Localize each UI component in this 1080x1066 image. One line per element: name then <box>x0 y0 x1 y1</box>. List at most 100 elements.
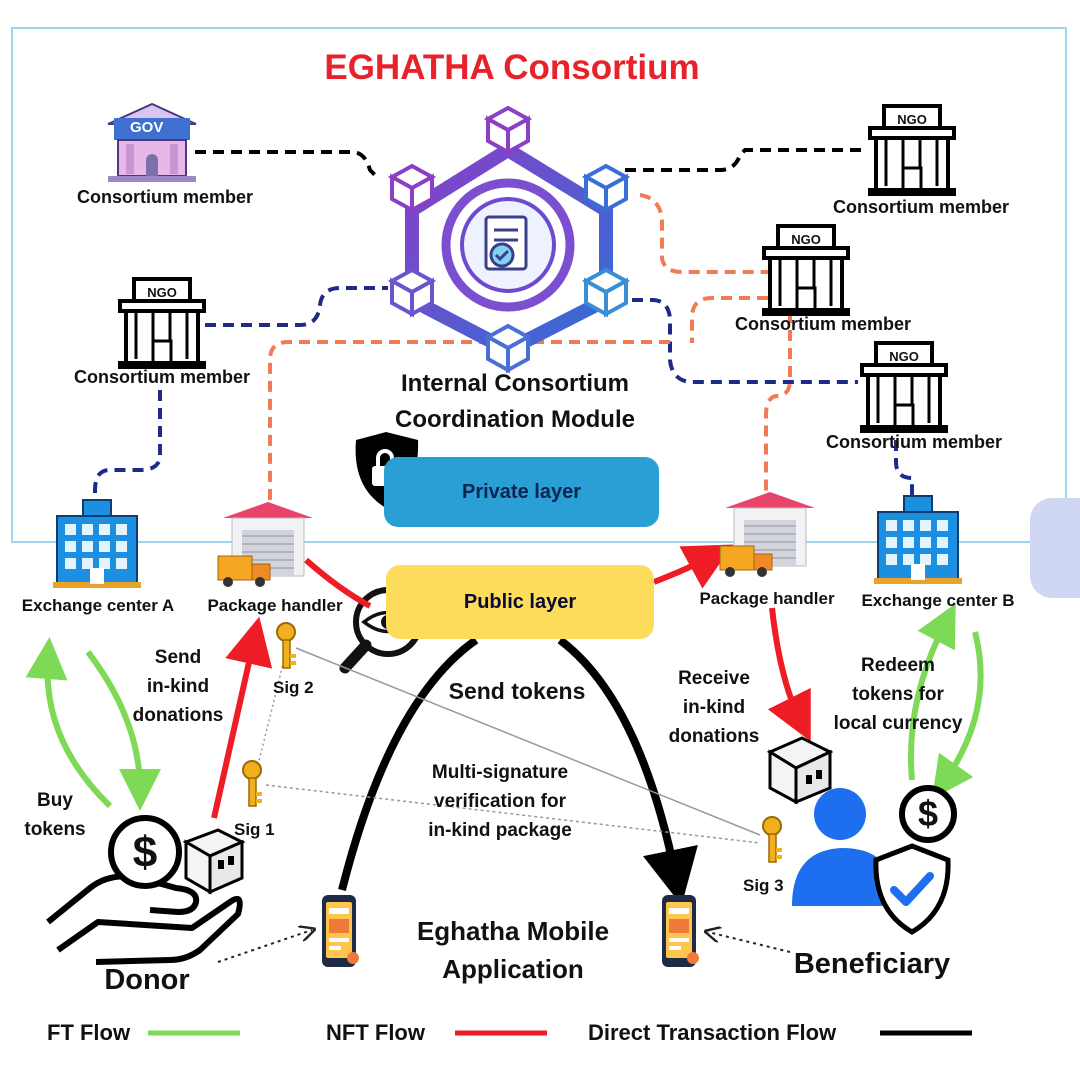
app-line-1: Eghatha Mobile <box>416 916 610 946</box>
private-layer: Private layer <box>384 457 659 527</box>
multisig-line-2: verification for <box>434 791 566 812</box>
ngo-badge-right: NGO <box>889 349 919 364</box>
buy-tokens-line-1: Buy <box>37 790 73 811</box>
direct-app-to-public <box>338 636 479 891</box>
member-label-ngo-mid: Consortium member <box>734 314 912 334</box>
link-ngo-right-exchangeB <box>894 440 914 495</box>
key-icon <box>242 760 262 807</box>
donor-label: Donor <box>104 964 190 996</box>
beneficiary-coin-symbol: $ <box>917 793 939 834</box>
key-icon <box>762 816 782 863</box>
legend-ft-label: FT Flow <box>47 1020 131 1045</box>
ngo-building-icon <box>118 277 206 369</box>
sig-line-1-2 <box>257 659 285 766</box>
consortium-frame <box>11 27 1067 543</box>
exchange-building-icon <box>874 495 962 584</box>
receive-inkind-line-2: in-kind <box>682 697 746 718</box>
keys <box>242 622 782 863</box>
block-icon <box>483 323 533 374</box>
exchange-a-label: Exchange center A <box>21 596 175 615</box>
package-handler-right-label: Package handler <box>699 589 835 608</box>
block-icon <box>387 267 437 318</box>
beneficiary-to-app-arrow <box>708 932 791 953</box>
ngo-badge-mid: NGO <box>791 232 821 247</box>
redeem-line-2: tokens for <box>852 684 944 705</box>
warehouse-icon <box>719 492 815 577</box>
ft-beneficiary-to-exchangeB <box>907 603 956 781</box>
link-hub-ngo-mid <box>639 193 768 274</box>
donor-hand-icon <box>46 815 243 965</box>
link-ngo-mid-handler-right <box>690 296 768 343</box>
consortium-hub-icon <box>405 141 613 358</box>
beneficiary-coin-icon <box>899 785 957 843</box>
legend-direct-label: Direct Transaction Flow <box>588 1020 837 1045</box>
member-label-ngo-left: Consortium member <box>73 367 251 387</box>
gov-badge: GOV <box>130 119 164 136</box>
member-label-ngo-right: Consortium member <box>825 432 1003 452</box>
link-hub-ngo-right <box>632 298 858 384</box>
mobile-phone-icon <box>322 895 359 967</box>
gov-building-icon <box>107 102 197 182</box>
verified-shield-icon <box>873 843 951 935</box>
exchange-buildings <box>53 495 962 588</box>
beneficiary-label: Beneficiary <box>793 948 951 980</box>
send-inkind-line-1: Send <box>154 647 202 668</box>
link-hub-ngo-top <box>625 148 868 172</box>
module-line-2: Coordination Module <box>395 406 635 433</box>
ft-donor-to-exchangeA <box>25 637 113 809</box>
delivery-truck-icon <box>217 555 271 587</box>
receive-inkind-line-3: donations <box>668 726 760 747</box>
block-icon <box>581 267 631 318</box>
nft-donor-to-handler <box>211 616 273 819</box>
redeem-line-1: Redeem <box>861 655 935 676</box>
send-inkind-line-3: donations <box>132 705 224 726</box>
delivery-truck-icon <box>719 545 773 577</box>
beneficiary-box-icon <box>766 736 834 805</box>
phones <box>322 895 699 967</box>
buy-tokens-line-2: tokens <box>24 819 86 840</box>
ngo-badge-left: NGO <box>147 285 177 300</box>
warehouses <box>217 492 815 587</box>
member-label-gov: Consortium member <box>76 187 254 207</box>
donor-to-app-arrow <box>217 930 312 963</box>
ft-exchangeA-to-donor <box>85 650 161 811</box>
ft-exchangeB-to-beneficiary <box>931 631 984 800</box>
sig-line-2-3 <box>295 647 761 836</box>
direct-public-to-app <box>557 636 698 906</box>
donor-coin-symbol: $ <box>132 828 158 877</box>
donor-box-icon <box>182 828 246 895</box>
link-hub-handler-left <box>268 340 670 500</box>
ngo-building-icon <box>762 224 850 316</box>
redeem-line-3: local currency <box>833 713 963 734</box>
link-ngo-left-hub <box>205 286 388 327</box>
ngo-badge-top: NGO <box>897 112 927 127</box>
nft-handler-to-beneficiary <box>767 607 811 742</box>
nft-handler-to-public <box>304 557 372 609</box>
block-icon <box>483 105 533 156</box>
exchange-b-label: Exchange center B <box>861 591 1015 610</box>
redeem-label: Redeem tokens for local currency <box>834 651 963 738</box>
send-inkind-line-2: in-kind <box>146 676 210 697</box>
member-label-ngo-top: Consortium member <box>832 197 1010 217</box>
edge-decoration <box>1030 498 1080 598</box>
send-tokens-label: Send tokens <box>448 678 586 704</box>
hub-blocks <box>387 105 631 374</box>
multisig-line-1: Multi-signature <box>431 762 569 783</box>
ngo-building-icon <box>868 104 956 196</box>
send-inkind-label: Send in-kind donations <box>133 643 224 730</box>
link-ngo-mid-handler-right-2 <box>764 312 792 500</box>
link-gov-hub <box>195 150 380 180</box>
multisig-line-3: in-kind package <box>428 820 572 841</box>
mobile-phone-icon <box>662 895 699 967</box>
module-label: Internal Consortium Coordination Module <box>395 366 635 438</box>
module-line-1: Internal Consortium <box>400 370 629 397</box>
app-label: Eghatha Mobile Application <box>417 912 609 988</box>
package-handler-left-label: Package handler <box>207 596 343 615</box>
public-layer: Public layer <box>386 565 654 639</box>
ngo-building-icon <box>860 341 948 433</box>
sig-line-1-3 <box>265 784 761 844</box>
nft-public-to-handler-right <box>652 544 734 589</box>
multisig-label: Multi-signature verification for in-kind… <box>428 758 572 845</box>
sig1-label: Sig 1 <box>234 820 275 839</box>
